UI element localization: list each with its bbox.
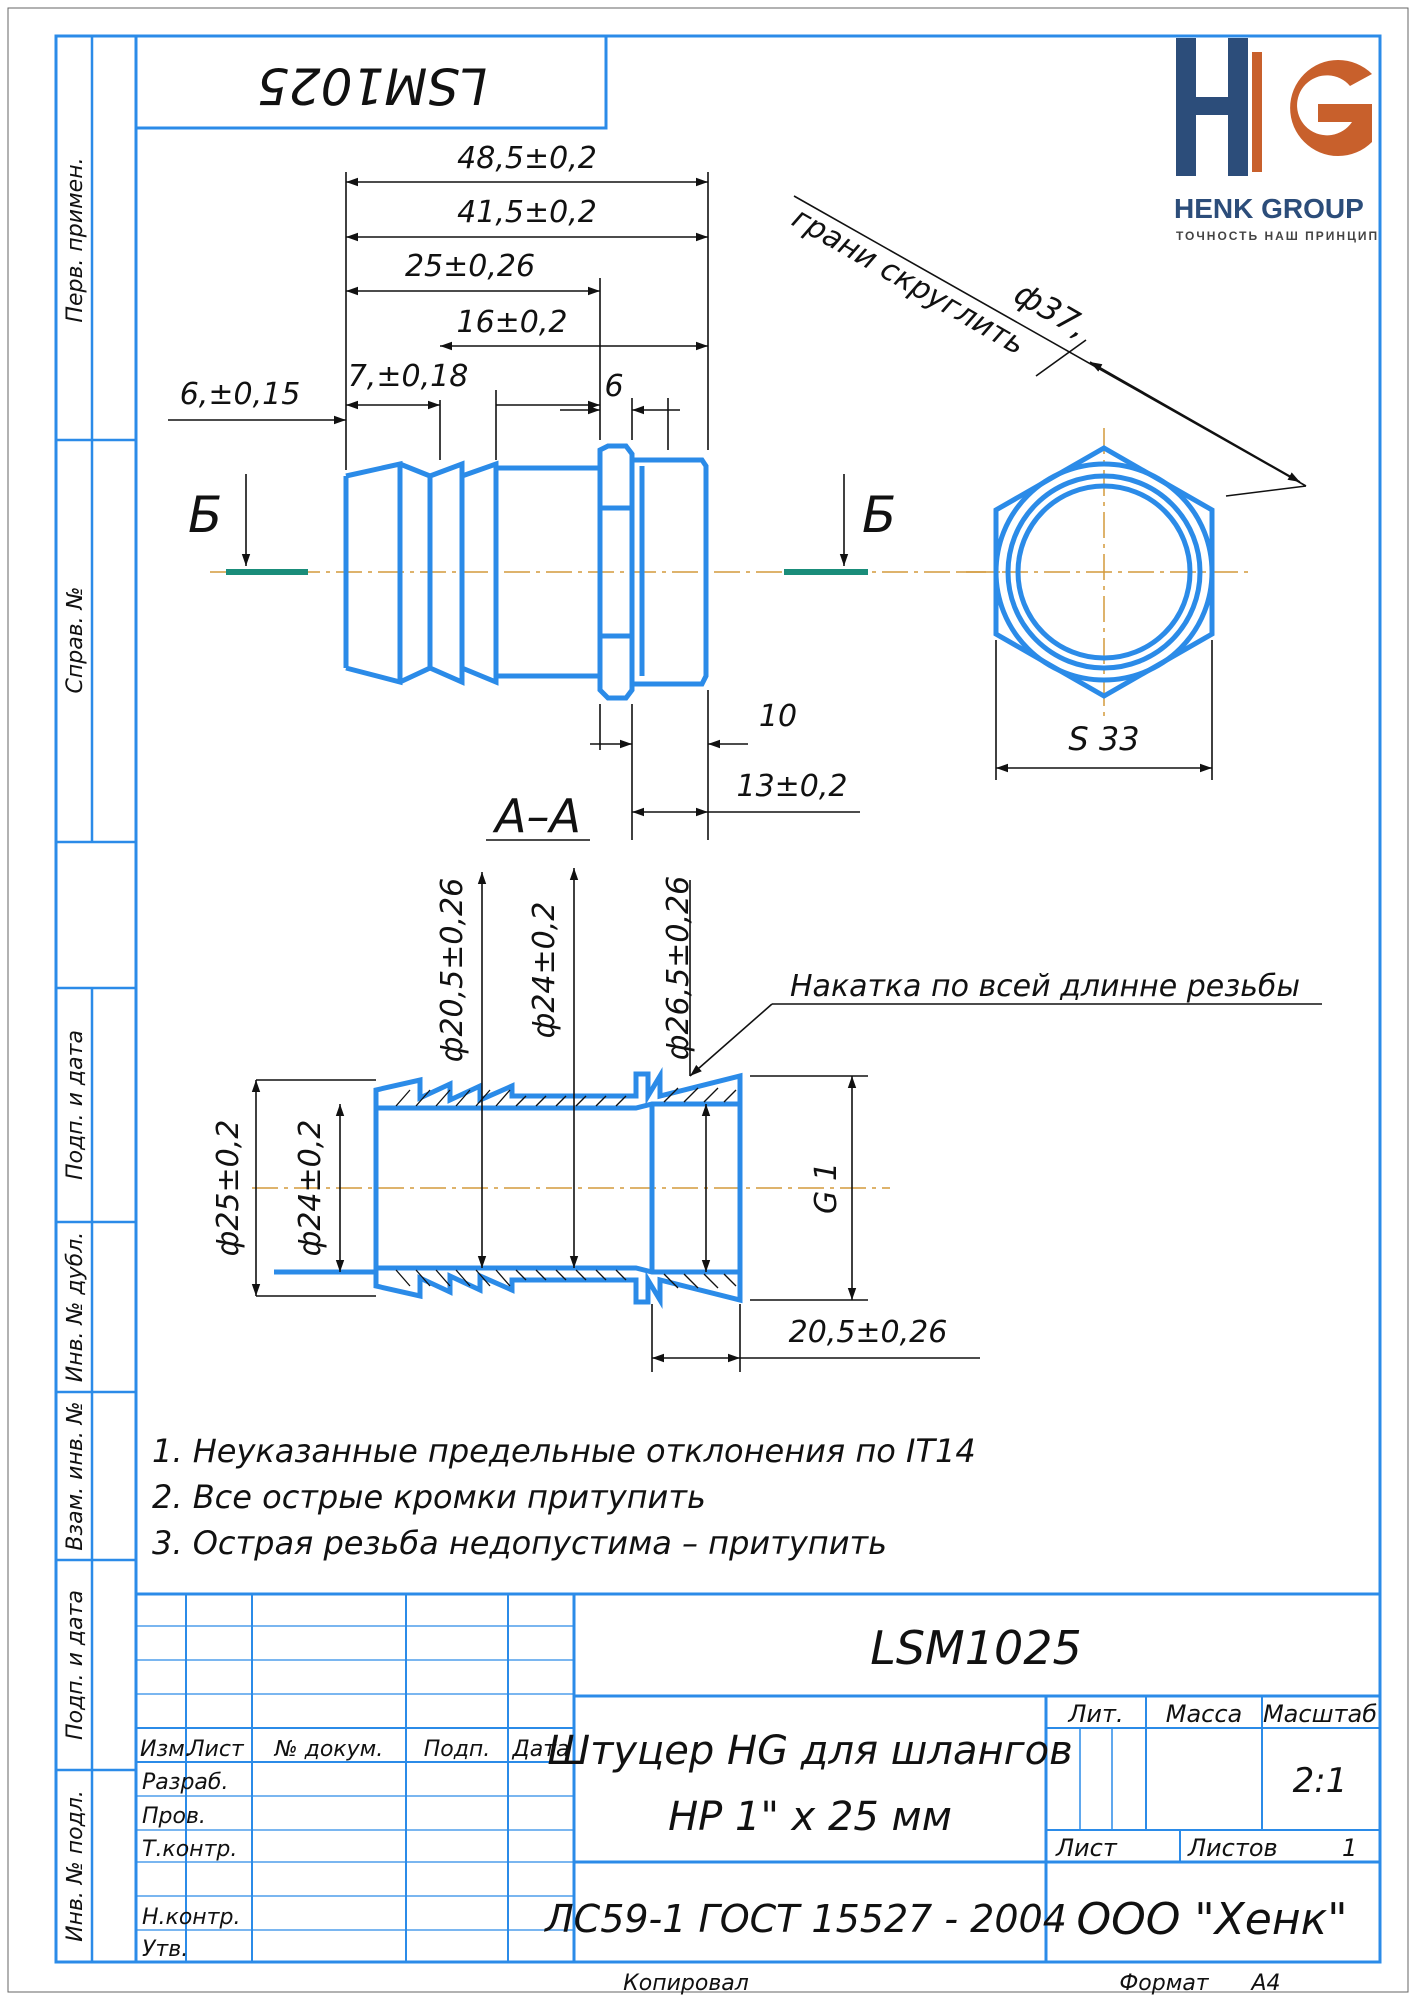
tb-header: Подп. <box>424 1737 491 1762</box>
hatch-bottom <box>395 1269 737 1289</box>
tb-sheets-label: Листов <box>1187 1834 1278 1862</box>
hatch-top <box>395 1087 737 1107</box>
dim-25: 25±0,26 <box>405 249 535 284</box>
front-view: Б Б 48,5±0,2 41,5±0,2 25±0,26 16±0,2 7,±… <box>168 141 1000 840</box>
tb-name-line2: НР 1" х 25 мм <box>668 1794 952 1840</box>
tb-role: Н.контр. <box>142 1905 240 1930</box>
title-block: Изм. Лист № докум. Подп. Дата Разраб. Пр… <box>136 1592 1380 1996</box>
side-stamp-label: Справ. № <box>63 586 88 693</box>
side-stamp-label: Перв. примен. <box>63 157 88 322</box>
tb-role: Утв. <box>142 1937 188 1962</box>
note-line: 3. Острая резьба недопустима – притупить <box>152 1524 887 1562</box>
tb-scale-label: Масштаб <box>1263 1700 1377 1728</box>
drawing-code-rotated: LSM1025 <box>257 57 487 115</box>
tb-sheet-label: Лист <box>1055 1834 1118 1862</box>
tb-scale-value: 2:1 <box>1293 1761 1348 1801</box>
tb-lit-label: Лит. <box>1067 1700 1123 1728</box>
dim-13: 13±0,2 <box>736 769 847 804</box>
section-label: А–А <box>492 789 581 843</box>
dim-20-5-len: 20,5±0,26 <box>789 1315 948 1350</box>
dim-41-5: 41,5±0,2 <box>457 195 597 230</box>
side-stamp: Перв. примен. Справ. № Подп. и дата Инв.… <box>56 34 136 1962</box>
side-stamp-label: Инв. № дубл. <box>63 1232 88 1383</box>
company-logo: HENK GROUP ТОЧНОСТЬ НАШ ПРИНЦИП <box>1174 38 1379 243</box>
side-stamp-label: Подп. и дата <box>63 1030 88 1180</box>
dim-6-015: 6,±0,15 <box>180 377 301 412</box>
logo-company-name: HENK GROUP <box>1174 193 1364 224</box>
dim-g1: G 1 <box>809 1162 844 1214</box>
technical-notes: 1. Неуказанные предельные отклонения по … <box>152 1432 976 1562</box>
tb-mass-label: Масса <box>1166 1700 1243 1728</box>
tb-format-value: А4 <box>1249 1971 1280 1996</box>
tb-role: Т.контр. <box>142 1837 237 1862</box>
tb-header: Изм. <box>140 1737 192 1762</box>
tb-copied-label: Копировал <box>623 1971 749 1996</box>
note-knurl: Накатка по всей длинне резьбы <box>790 969 1300 1004</box>
tb-name-line1: Штуцер HG для шлангов <box>547 1728 1072 1774</box>
tb-code: LSM1025 <box>870 1621 1082 1675</box>
cut-label-left: Б <box>188 486 222 544</box>
tb-material: ЛС59-1 ГОСТ 15527 - 2004 <box>543 1897 1067 1941</box>
dim-s33: S 33 <box>1068 720 1139 758</box>
logo-slogan: ТОЧНОСТЬ НАШ ПРИНЦИП <box>1176 229 1379 243</box>
tb-role: Пров. <box>142 1804 206 1829</box>
dim-25-dia: ф25±0,2 <box>211 1120 246 1257</box>
dim-26-5-dia: ф26,5±0,26 <box>661 876 696 1060</box>
tb-header: Дата <box>512 1737 570 1762</box>
tb-role: Разраб. <box>142 1770 228 1795</box>
tb-company: ООО "Хенк" <box>1077 1894 1348 1945</box>
dim-24-dia-top: ф24±0,2 <box>527 902 562 1039</box>
tb-format-label: Формат <box>1119 1971 1209 1996</box>
dim-24-dia-left: ф24±0,2 <box>293 1120 328 1257</box>
note-edges: грани скруглить <box>786 201 1031 363</box>
tb-sheets-value: 1 <box>1342 1834 1357 1862</box>
note-line: 2. Все острые кромки притупить <box>152 1478 706 1516</box>
cut-label-right: Б <box>862 486 896 544</box>
note-line: 1. Неуказанные предельные отклонения по … <box>152 1432 976 1470</box>
dim-10: 10 <box>759 699 797 734</box>
sheet-frame <box>7 7 1409 1993</box>
dim-16: 16±0,2 <box>456 305 567 340</box>
dim-7: 7,±0,18 <box>348 359 469 394</box>
tb-header: Лист <box>187 1737 245 1762</box>
section-view: ф25±0,2 ф24±0,2 ф20,5±0,26 ф24±0,2 ф26,5… <box>211 868 1322 1372</box>
side-stamp-label: Инв. № подл. <box>63 1790 88 1942</box>
dim-20-5-dia: ф20,5±0,26 <box>435 878 470 1062</box>
side-stamp-label: Взам. инв. № <box>63 1401 88 1550</box>
dim-6: 6 <box>604 369 623 404</box>
side-stamp-label: Подп. и дата <box>63 1590 88 1740</box>
dim-48-5: 48,5±0,2 <box>457 141 597 176</box>
hg-logo-mark <box>1176 38 1372 176</box>
tb-header: № докум. <box>274 1737 383 1762</box>
